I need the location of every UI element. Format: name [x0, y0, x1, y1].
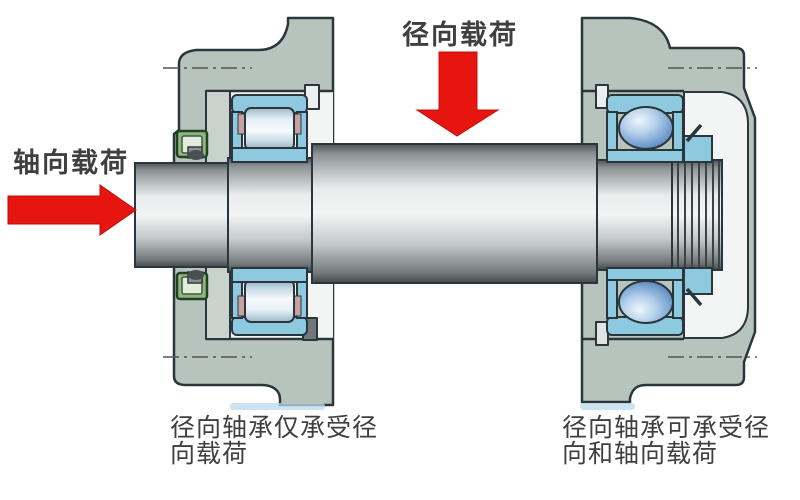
caption-left-line2: 向载荷	[170, 440, 248, 468]
seal-lip	[188, 150, 204, 160]
left-bearing-inner-ring	[231, 147, 308, 163]
left-bearing-upper	[231, 94, 308, 163]
shaft-under-left-bearing	[227, 157, 313, 273]
shaft-threads	[671, 159, 723, 271]
shaft-under-right-bearing	[596, 159, 673, 271]
right-bearing-inner-ring	[606, 149, 684, 163]
caption-right: 径向轴承可承受径 向和轴向载荷	[562, 414, 770, 468]
seal-lower	[175, 268, 209, 301]
right-bearing-outer-lip-l	[606, 111, 618, 153]
label-radial-load: 径向载荷	[402, 19, 518, 50]
shaft-left-end	[134, 162, 229, 268]
caption-right-line2: 向和轴向载荷	[562, 440, 718, 468]
right-bearing-ball	[618, 106, 674, 150]
caption-right-line1: 径向轴承可承受径	[562, 414, 770, 442]
axial-load-arrow-icon	[7, 184, 137, 236]
tab-washer-upper	[685, 123, 703, 143]
radial-load-arrow-icon	[415, 51, 500, 137]
caption-left-line1: 径向轴承仅承受径	[170, 414, 378, 442]
edge-smudge-right	[580, 403, 635, 410]
shaft	[134, 143, 723, 284]
left-bearing-roller	[244, 107, 295, 151]
right-bearing-upper	[606, 94, 684, 163]
shaft-middle	[311, 143, 598, 284]
label-axial-load: 轴向载荷	[13, 147, 129, 178]
right-bearing-outer-lip-r	[672, 111, 684, 153]
bolt-centerlines	[163, 67, 757, 358]
right-bearing-lower	[606, 267, 684, 336]
edge-smudge-left	[230, 403, 325, 410]
seal-upper	[175, 129, 209, 160]
left-bearing-lower	[231, 267, 308, 336]
tab-washer-lower	[685, 287, 703, 307]
locknut	[683, 123, 713, 307]
caption-left: 径向轴承仅承受径 向载荷	[170, 414, 378, 468]
